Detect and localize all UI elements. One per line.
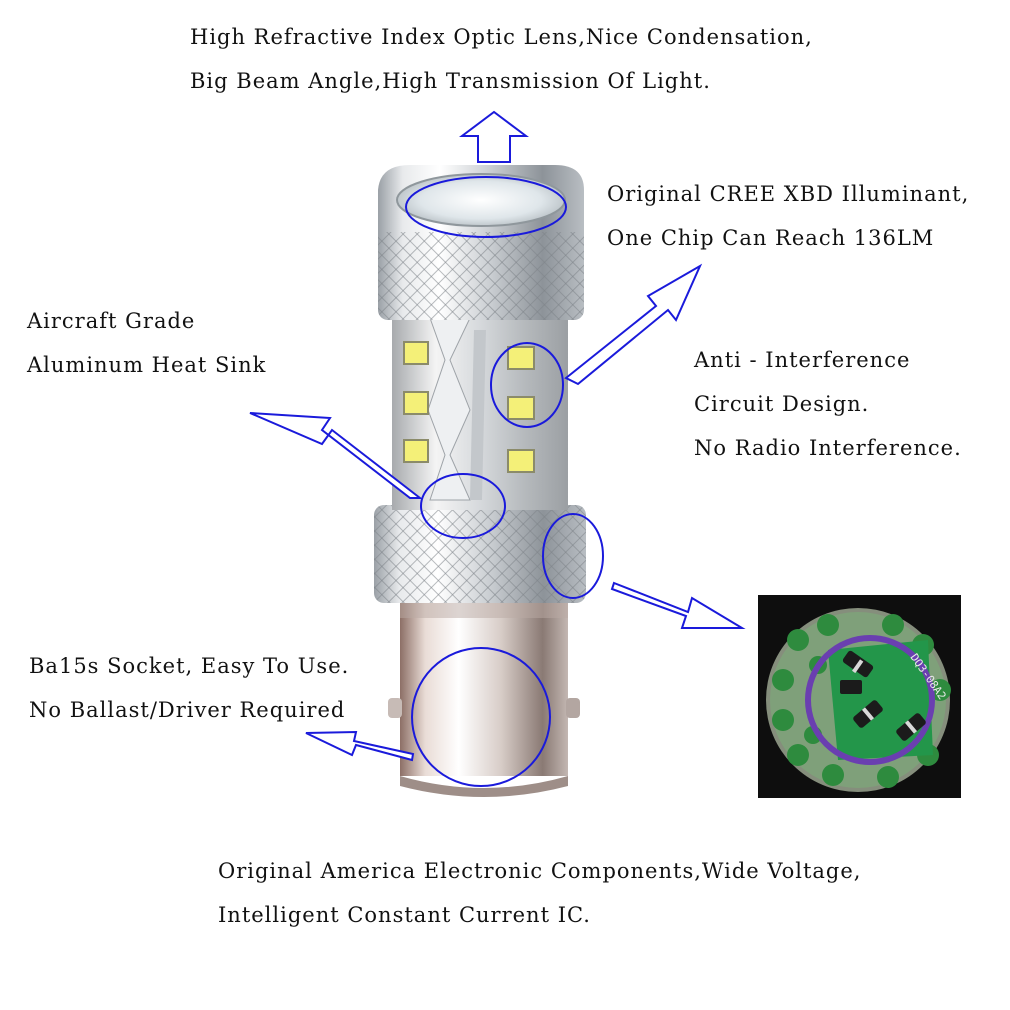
lower-knurled-collar	[374, 505, 586, 603]
pcb-circuit-photo: DQ3-08A2	[758, 595, 961, 798]
ba15s-socket	[388, 598, 580, 797]
lens-highlight-circle	[405, 176, 567, 238]
cree-callout-line2: One Chip Can Reach 136LM	[607, 226, 935, 250]
cree-callout: Original CREE XBD Illuminant, One Chip C…	[607, 172, 969, 260]
cree-callout-line1: Original CREE XBD Illuminant,	[607, 182, 970, 206]
socket-callout: Ba15s Socket, Easy To Use. No Ballast/Dr…	[29, 644, 349, 732]
heatsink-callout-line2: Aluminum Heat Sink	[27, 353, 267, 377]
heatsink-highlight-circle	[420, 473, 506, 539]
arrow-down-right-icon	[610, 581, 746, 629]
components-callout-line1: Original America Electronic Components,W…	[218, 859, 862, 883]
interference-callout-line2: Circuit Design.	[694, 392, 870, 416]
chip-highlight-circle	[490, 342, 564, 428]
heatsink-callout-line1: Aircraft Grade	[27, 309, 196, 333]
lens-callout-line1: High Refractive Index Optic Lens,Nice Co…	[190, 25, 813, 49]
interference-callout-line3: No Radio Interference.	[694, 436, 962, 460]
circuit-highlight-circle	[542, 513, 604, 599]
socket-callout-line1: Ba15s Socket, Easy To Use.	[29, 654, 350, 678]
arrow-up-icon	[459, 110, 529, 163]
pcb-illustration: DQ3-08A2	[758, 595, 961, 798]
lens-callout: High Refractive Index Optic Lens,Nice Co…	[190, 15, 813, 103]
led-chips	[403, 341, 535, 473]
heatsink-callout: Aircraft Grade Aluminum Heat Sink	[27, 299, 266, 387]
interference-callout: Anti - Interference Circuit Design. No R…	[694, 338, 962, 470]
socket-highlight-circle	[411, 647, 551, 787]
socket-callout-line2: No Ballast/Driver Required	[29, 698, 346, 722]
components-callout-line2: Intelligent Constant Current IC.	[218, 903, 591, 927]
arrow-up-right-icon	[564, 263, 703, 386]
arrow-left-icon	[305, 730, 415, 762]
components-callout: Original America Electronic Components,W…	[218, 849, 861, 937]
upper-knurled-collar	[378, 222, 584, 320]
arrow-up-left-icon	[249, 412, 423, 499]
lens-callout-line2: Big Beam Angle,High Transmission Of Ligh…	[190, 69, 711, 93]
interference-callout-line1: Anti - Interference	[694, 348, 911, 372]
